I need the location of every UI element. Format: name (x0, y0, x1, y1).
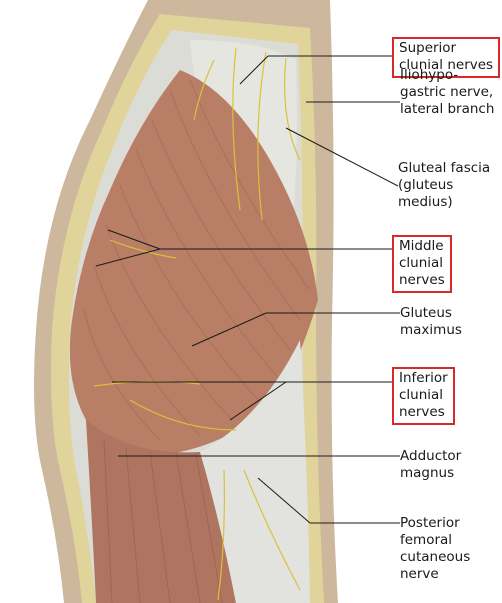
label-line: nerves (399, 272, 445, 288)
thigh-muscle-fibres (103, 439, 223, 603)
label-line: clunial (399, 255, 444, 271)
label-line: nerve (400, 566, 439, 582)
cutaneous-nerves (93, 47, 301, 601)
label-line: (gluteus (398, 177, 454, 193)
label-line: Superior (399, 40, 457, 56)
label-line: Gluteal fascia (398, 160, 491, 176)
label-line: maximus (400, 322, 462, 338)
label-line: lateral branch (400, 101, 495, 117)
label-line: magnus (400, 465, 455, 481)
leader-lines (95, 55, 400, 524)
label-adductor-magnus: Adductor magnus (400, 448, 461, 482)
label-middle-clunial-nerves: Middle clunial nerves (392, 235, 452, 293)
label-line: Iliohypo- (400, 67, 459, 83)
label-line: Adductor (400, 448, 462, 464)
label-line: Middle (399, 238, 444, 254)
iliotibial-tract (200, 340, 310, 603)
label-gluteal-fascia: Gluteal fascia (gluteus medius) (398, 160, 490, 211)
label-line: Inferior (399, 370, 448, 386)
label-line: medius) (398, 194, 453, 210)
label-inferior-clunial-nerves: Inferior clunial nerves (392, 367, 455, 425)
label-line: cutaneous (400, 549, 471, 565)
label-line: femoral (400, 532, 453, 548)
label-line: clunial (399, 387, 444, 403)
label-iliohypogastric-nerve: Iliohypo- gastric nerve, lateral branch (400, 67, 494, 118)
label-line: gastric nerve, (400, 84, 494, 100)
gluteus-maximus-muscle (69, 70, 318, 453)
label-gluteus-maximus: Gluteus maximus (400, 305, 462, 339)
label-superior-clunial-nerves: Superior clunial nerves (392, 37, 501, 78)
label-line: clunial nerves (399, 57, 494, 73)
label-posterior-femoral-cutaneous-nerve: Posterior femoral cutaneous nerve (400, 515, 470, 583)
muscle-fibres (83, 79, 311, 441)
label-line: Posterior (400, 515, 460, 531)
label-line: Gluteus (400, 305, 452, 321)
label-line: nerves (399, 404, 445, 420)
